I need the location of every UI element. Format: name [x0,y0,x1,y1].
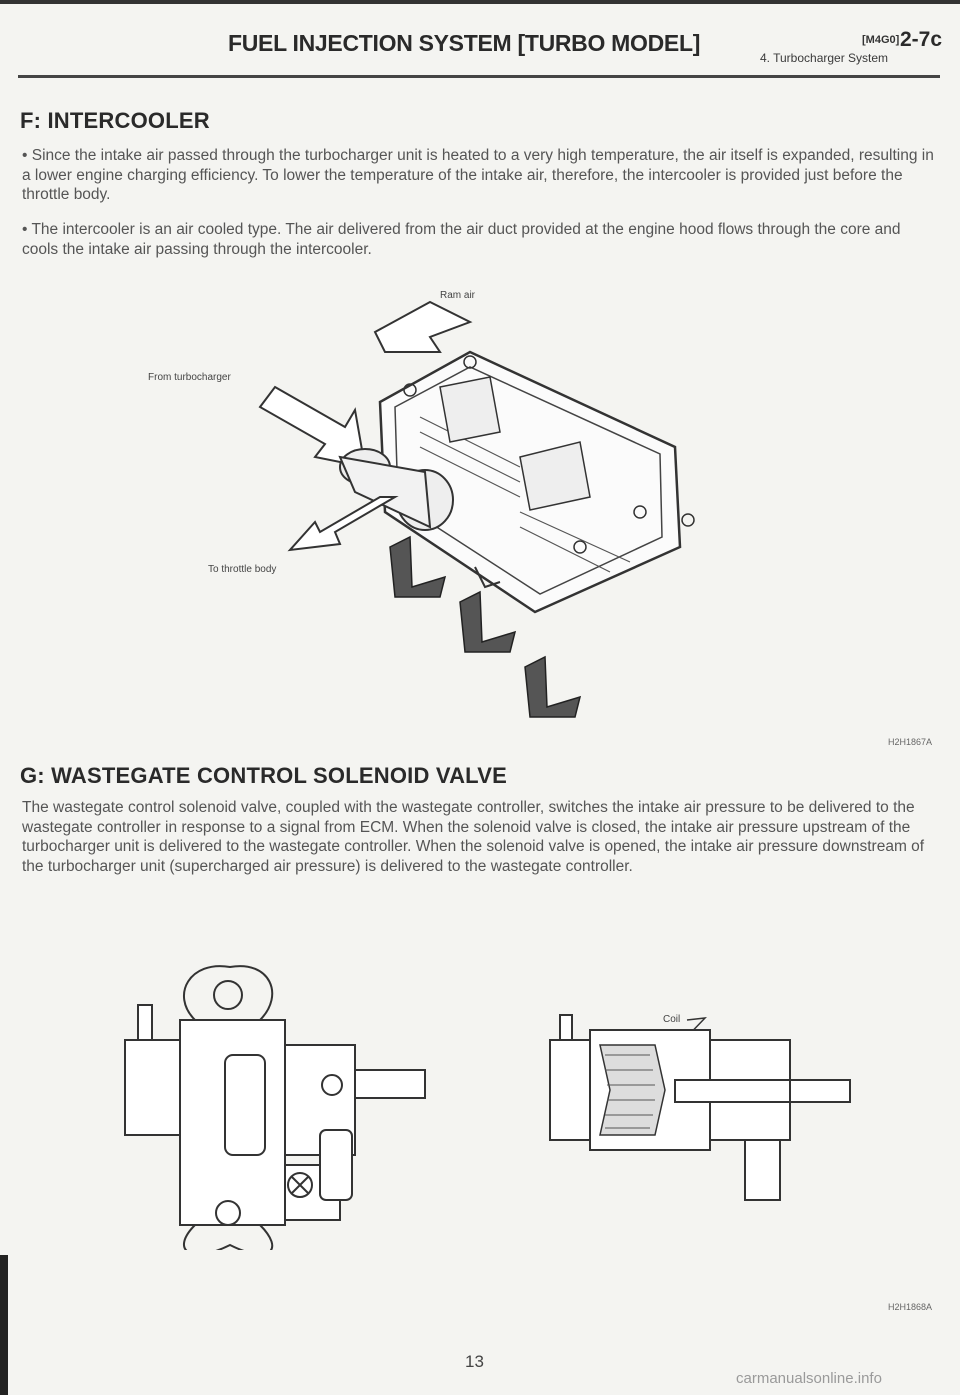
header-page-ref: 2-7c [900,28,943,51]
ram-air-duct [373,300,473,353]
scan-edge-mark [0,1255,8,1395]
section-f-title: F: INTERCOOLER [20,108,210,133]
section-g-title: G: WASTEGATE CONTROL SOLENOID VALVE [20,763,507,788]
section-f-bullet-2: • The intercooler is an air cooled type.… [22,221,901,258]
solenoid-valve-exterior-diagram [124,965,426,1250]
page-header-title: FUEL INJECTION SYSTEM [TURBO MODEL] [228,30,701,56]
section-g-paragraph: The wastegate control solenoid valve, co… [22,799,925,875]
airflow-arrow-3 [524,655,582,718]
header-rule [18,75,940,78]
intercooler-diagram: Ram air From turbocharger To throttle bo… [148,290,695,718]
airflow-arrow-2 [459,590,517,653]
label-ram-air: Ram air [440,290,476,301]
section-f-bullet-1: • Since the intake air passed through th… [22,147,934,203]
page-number: 13 [465,1352,484,1371]
solenoid-valve-cutaway-diagram: Coil [549,1014,851,1201]
top-edge-line [0,0,960,4]
watermark-text: carmanualsonline.info [736,1370,882,1387]
label-from-turbocharger: From turbocharger [148,372,231,383]
figure-code-solenoid: H2H1868A [888,1302,933,1312]
header-subtitle: 4. Turbocharger System [760,51,889,65]
label-to-throttle-body: To throttle body [208,564,276,575]
outlet-arrow [287,496,399,552]
airflow-arrow-1 [389,535,447,598]
label-coil: Coil [663,1014,680,1025]
header-code: [M4G0] [862,34,900,46]
figure-code-intercooler: H2H1867A [888,737,933,747]
